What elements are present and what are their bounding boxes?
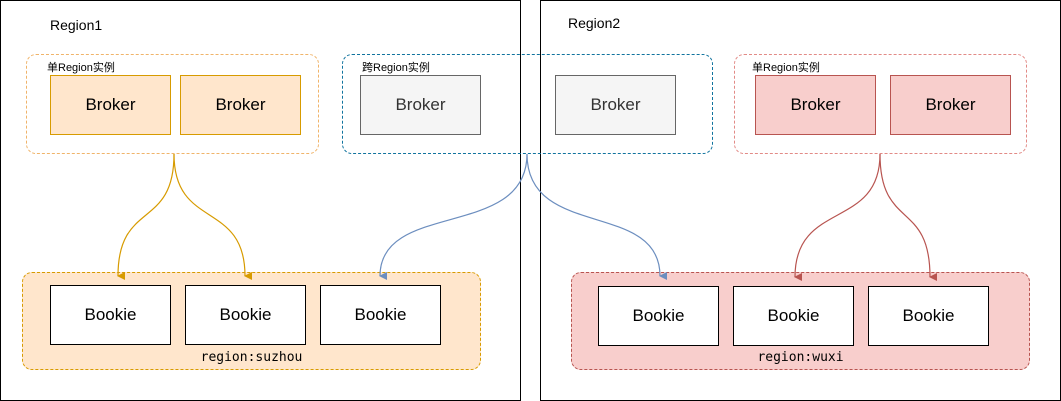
bookie-box[interactable]: Bookie xyxy=(185,285,306,345)
broker-box[interactable]: Broker xyxy=(50,75,171,135)
bookie-box[interactable]: Bookie xyxy=(868,286,989,346)
broker-box[interactable]: Broker xyxy=(555,75,676,135)
broker-box[interactable]: Broker xyxy=(755,75,876,135)
link-right-group-to-bookie-5 xyxy=(794,153,881,282)
link-left-group-to-bookie-2 xyxy=(173,153,253,280)
broker-box[interactable]: Broker xyxy=(890,75,1011,135)
group-single-region-left xyxy=(26,54,319,154)
pool-label-suzhou: region:suzhou xyxy=(200,350,303,365)
broker-box[interactable]: Broker xyxy=(360,75,481,135)
pool-label-wuxi: region:wuxi xyxy=(757,350,844,365)
group-cross-region xyxy=(342,54,713,154)
region2-title: Region2 xyxy=(568,15,621,31)
region1-title: Region1 xyxy=(50,17,103,33)
bookie-box[interactable]: Bookie xyxy=(50,285,171,345)
group-single-region-right xyxy=(734,54,1027,154)
group-label-cross: 跨Region实例 xyxy=(362,62,430,74)
bookie-box[interactable]: Bookie xyxy=(598,286,719,346)
link-cross-group-to-bookie-4 xyxy=(526,153,668,280)
broker-box[interactable]: Broker xyxy=(180,75,301,135)
bookie-box[interactable]: Bookie xyxy=(733,286,854,346)
group-label-single-right: 单Region实例 xyxy=(752,62,820,74)
link-right-group-to-bookie-6 xyxy=(879,153,938,281)
group-label-single-left: 单Region实例 xyxy=(47,62,115,74)
bookie-box[interactable]: Bookie xyxy=(320,285,441,345)
link-cross-group-to-bookie-3 xyxy=(379,153,528,281)
link-left-group-to-bookie-1 xyxy=(117,153,175,281)
